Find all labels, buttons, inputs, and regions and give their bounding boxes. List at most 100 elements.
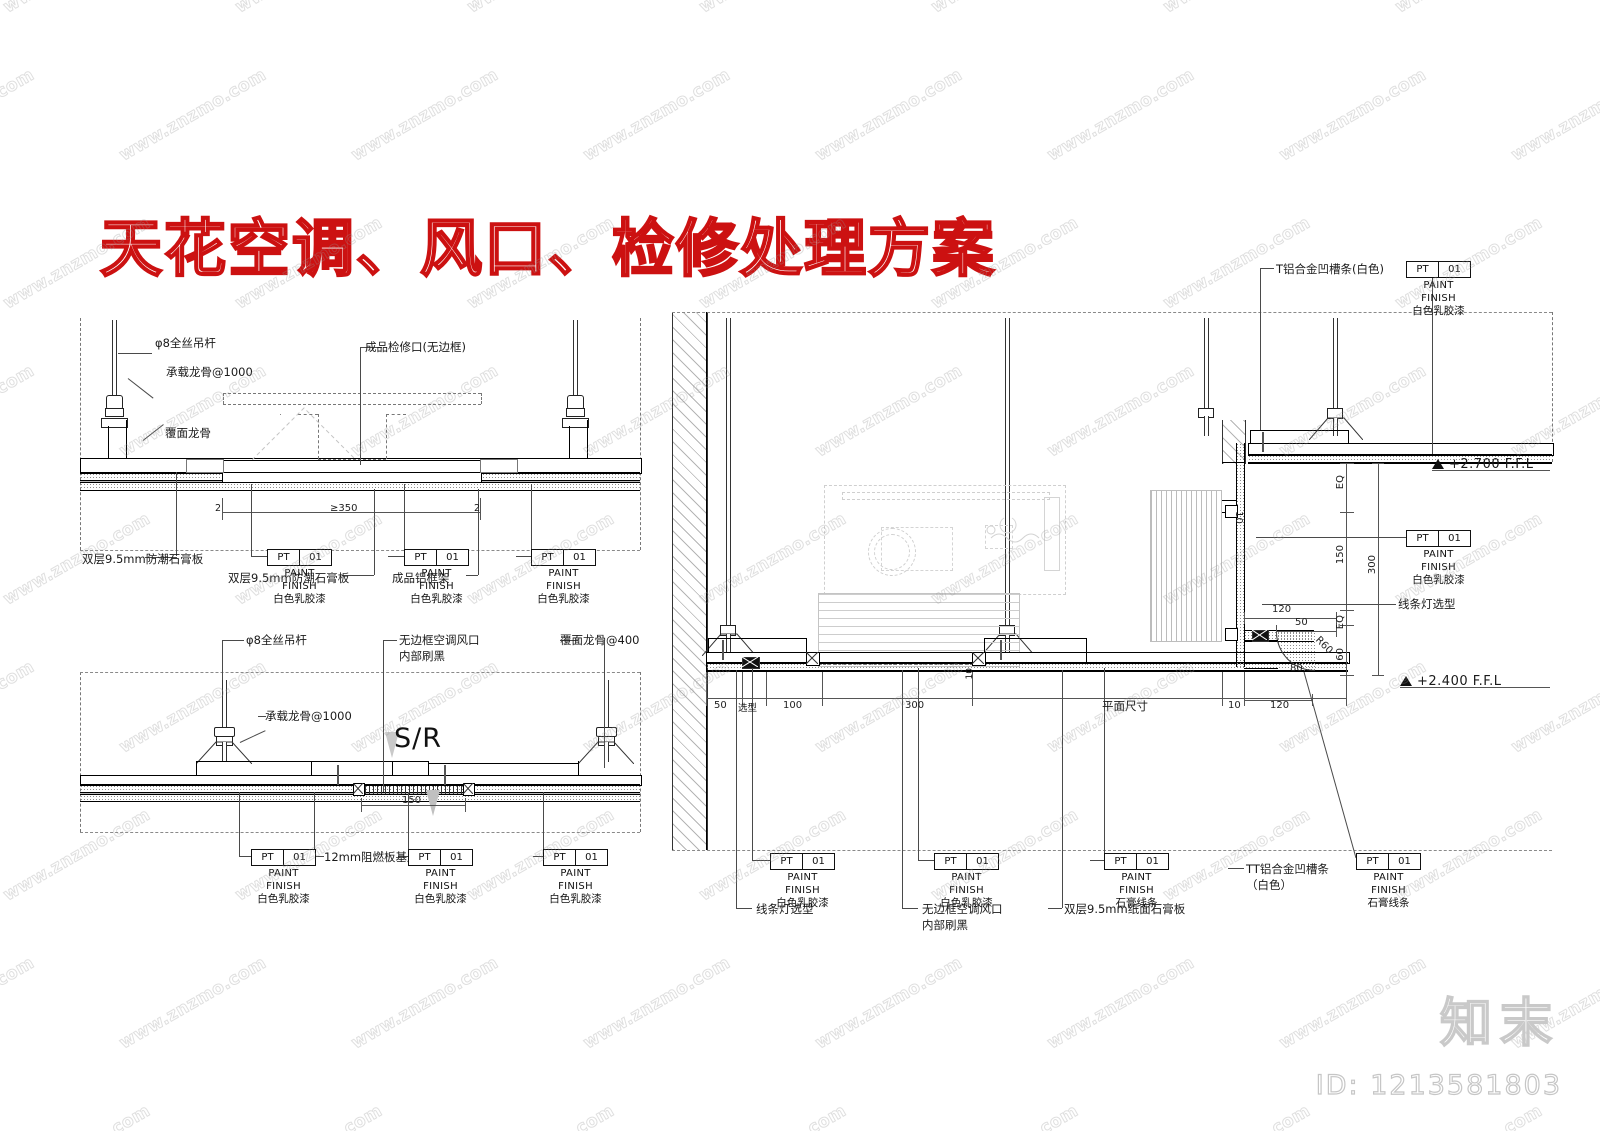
- pt-finish: PAINT FINISH: [282, 568, 317, 592]
- pt-code: PT: [544, 850, 576, 865]
- watermark-text: www.znzmo.com: [812, 360, 967, 462]
- elevation-2400: +2.400 F.F.L: [1417, 674, 1502, 689]
- watermark-text: www.znzmo.com: [580, 64, 735, 166]
- watermark-text: www.znzmo.com: [1508, 64, 1600, 166]
- watermark-text: www.znzmo.com: [348, 64, 503, 166]
- watermark-text: www.znzmo.com: [116, 952, 271, 1054]
- watermark-text: www.znzmo.com: [348, 952, 503, 1054]
- pt-material: 白色乳胶漆: [414, 893, 467, 905]
- watermark-text: www.znzmo.com: [696, 0, 851, 18]
- label-board-left: 双层9.5mm防潮石膏板: [82, 552, 204, 566]
- page-title: 天花空调、风口、检修处理方案: [99, 211, 997, 286]
- label-main-runner-2: 承载龙骨@1000: [265, 709, 352, 723]
- watermark-text: www.znzmo.com: [1044, 952, 1199, 1054]
- label-furring: 覆面龙骨: [165, 426, 211, 440]
- watermark-text: www.znzmo.com: [1392, 1100, 1547, 1131]
- watermark-text: www.znzmo.com: [928, 0, 1083, 18]
- watermark-text: www.znzmo.com: [0, 64, 38, 166]
- wall-hatch: [672, 312, 708, 850]
- pt-number: 01: [450, 851, 463, 863]
- pt-finish: PAINT FINISH: [1371, 872, 1406, 896]
- pt-tag: PT 01 PAINT FINISH 白色乳胶漆: [934, 853, 999, 910]
- watermark-text: www.znzmo.com: [232, 0, 387, 18]
- pt-material: 石膏线条: [1367, 897, 1410, 909]
- pt-code: PT: [1407, 531, 1439, 546]
- pt-material: 白色乳胶漆: [776, 897, 829, 909]
- pt-number: 01: [446, 551, 459, 563]
- elevation-2700: +2.700 F.F.L: [1449, 457, 1534, 472]
- label-gypsum-board: 双层9.5mm纸面石膏板: [1064, 902, 1186, 916]
- pt-number: 01: [812, 855, 825, 867]
- pt-finish: PAINT FINISH: [949, 872, 984, 896]
- dim-300: 300: [1367, 555, 1378, 575]
- pt-number: 01: [585, 851, 598, 863]
- pt-tag: PT 01 PAINT FINISH 白色乳胶漆: [1406, 530, 1471, 587]
- pt-number: 01: [976, 855, 989, 867]
- watermark-text: www.znzmo.com: [696, 1100, 851, 1131]
- linear-diffuser: [361, 786, 465, 794]
- pt-material: 白色乳胶漆: [1412, 574, 1465, 586]
- watermark-text: www.znzmo.com: [1276, 64, 1431, 166]
- pt-material: 白色乳胶漆: [940, 897, 993, 909]
- pt-number: 01: [293, 851, 306, 863]
- label-diffuser-right-2: 内部刷黑: [922, 918, 968, 932]
- pt-code: PT: [409, 850, 441, 865]
- label-diffuser-right: 无边框空调风口: [922, 902, 1003, 916]
- watermark-text: www.znzmo.com: [928, 1100, 1083, 1131]
- watermark-text: www.znzmo.com: [1508, 656, 1600, 758]
- drawing-id: ID: 1213581803: [1315, 1069, 1562, 1101]
- pt-tag: PT 01 PAINT FINISH 白色乳胶漆: [404, 549, 469, 606]
- hanger-rod-right: [573, 320, 578, 398]
- dim-eq-bottom: EQ: [1335, 615, 1346, 630]
- watermark-text: www.znzmo.com: [232, 1100, 387, 1131]
- watermark-text: www.znzmo.com: [1160, 0, 1315, 18]
- label-hanger-rod: φ8全丝吊杆: [155, 336, 216, 350]
- watermark-text: www.znzmo.com: [348, 360, 503, 462]
- pt-number: 01: [1146, 855, 1159, 867]
- dim-diffuser-width: 150: [402, 795, 422, 806]
- site-logo: 知末: [1439, 993, 1560, 1055]
- watermark-text: www.znzmo.com: [464, 0, 619, 18]
- watermark-text: www.znzmo.com: [580, 952, 735, 1054]
- watermark-text: www.znzmo.com: [0, 656, 38, 758]
- dim-h-plan-size: 平面尺寸: [1102, 699, 1148, 713]
- pt-finish: PAINT FINISH: [423, 868, 458, 892]
- label-main-runner: 承载龙骨@1000: [166, 365, 253, 379]
- label-t-alu-trim: T铝合金凹槽条(白色): [1276, 262, 1384, 276]
- pt-finish: PAINT FINISH: [419, 568, 454, 592]
- pt-tag: PT 01 PAINT FINISH 石膏线条: [1104, 853, 1169, 910]
- pt-number: 01: [1448, 532, 1461, 544]
- watermark-text: www.znzmo.com: [0, 360, 38, 462]
- pt-number: 01: [1398, 855, 1411, 867]
- pt-finish: PAINT FINISH: [1119, 872, 1154, 896]
- pt-code: PT: [1357, 854, 1389, 869]
- watermark-text: www.znzmo.com: [0, 0, 154, 18]
- watermark-text: www.znzmo.com: [580, 360, 735, 462]
- dim-60: 60: [1335, 648, 1346, 661]
- watermark-text: www.znzmo.com: [116, 64, 271, 166]
- pt-number: 01: [1448, 263, 1461, 275]
- removal-arrow-icon: [252, 407, 356, 460]
- pt-number: 01: [309, 551, 322, 563]
- label-diffuser: 无边框空调风口: [399, 633, 480, 647]
- dim-50: 50: [1295, 617, 1308, 628]
- dim-tick-left: 2: [215, 503, 222, 514]
- label-tt-alu-trim: TT铝合金凹槽条: [1246, 862, 1329, 876]
- pt-tag: PT 01 PAINT FINISH 白色乳胶漆: [1406, 261, 1471, 318]
- dim-h-50: 50: [714, 700, 727, 711]
- pt-finish: PAINT FINISH: [266, 868, 301, 892]
- pt-code: PT: [1407, 262, 1439, 277]
- pt-tag: PT 01 PAINT FINISH 白色乳胶漆: [531, 549, 596, 606]
- pt-tag: PT 01 PAINT FINISH 白色乳胶漆: [770, 853, 835, 910]
- watermark-text: www.znzmo.com: [1044, 360, 1199, 462]
- dim-h-120: 120: [1270, 700, 1290, 711]
- pt-tag: PT 01 PAINT FINISH 白色乳胶漆: [251, 849, 316, 906]
- pt-finish: PAINT FINISH: [546, 568, 581, 592]
- label-substrate: 12mm阻燃板基层: [324, 850, 419, 864]
- pt-tag: PT 01 PAINT FINISH 石膏线条: [1356, 853, 1421, 910]
- watermark-text: www.znzmo.com: [0, 804, 154, 906]
- label-diffuser-2: 内部刷黑: [399, 649, 445, 663]
- dim-access-opening: ≥350: [330, 503, 358, 514]
- pt-code: PT: [252, 850, 284, 865]
